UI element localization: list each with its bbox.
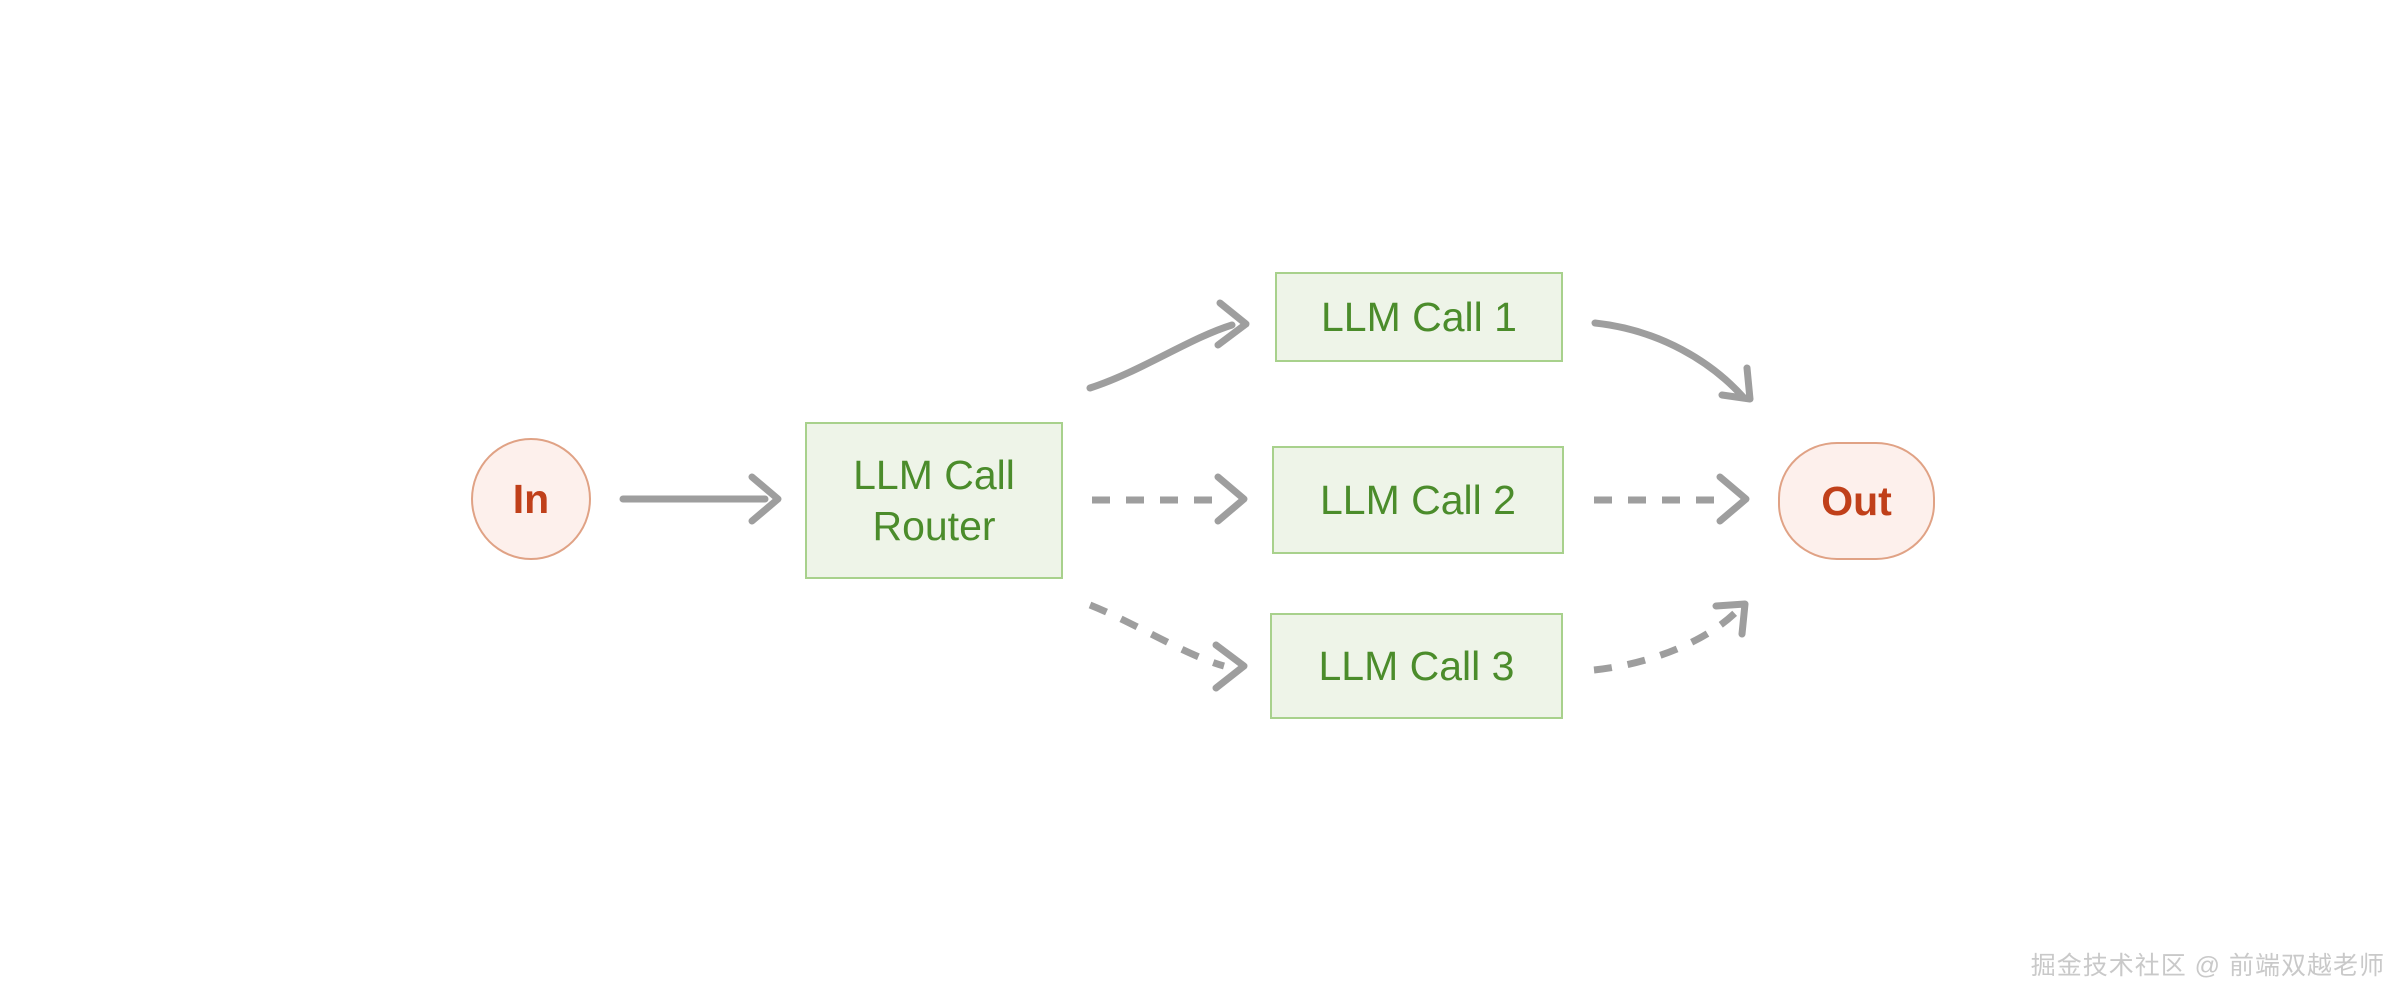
- edge-router-to-call2: [1092, 473, 1248, 525]
- arrowhead-right-icon: [1214, 473, 1248, 525]
- arrowhead-down-right-icon: [1718, 364, 1754, 403]
- edge-call3-to-out: [1593, 600, 1749, 674]
- arrowhead-up-right-icon: [1712, 600, 1749, 638]
- node-in-label: In: [512, 475, 550, 522]
- node-out-label: Out: [1821, 477, 1892, 524]
- edge-router-to-call3: [1088, 601, 1248, 692]
- edge-call1-to-out: [1591, 319, 1754, 403]
- node-llm-call-1[interactable]: LLM Call 1: [1275, 272, 1563, 362]
- arrowhead-right-icon: [748, 473, 782, 525]
- node-llm-call-router[interactable]: LLM Call Router: [805, 422, 1063, 579]
- node-llm-call-1-label: LLM Call 1: [1321, 293, 1517, 340]
- node-llm-call-3-label: LLM Call 3: [1318, 642, 1515, 689]
- node-router-label-line-1: LLM Call: [853, 452, 1015, 499]
- node-in[interactable]: In: [471, 438, 591, 560]
- arrowhead-right-icon: [1214, 299, 1250, 349]
- edge-in-to-router: [619, 473, 782, 525]
- node-router-label-line-2: Router: [872, 502, 996, 549]
- node-llm-call-2-label: LLM Call 2: [1320, 476, 1516, 523]
- node-out[interactable]: Out: [1778, 442, 1935, 560]
- arrowhead-right-icon: [1716, 473, 1750, 525]
- watermark-text: 掘金技术社区 @ 前端双越老师: [2030, 952, 2385, 980]
- edge-router-to-call1: [1086, 299, 1250, 392]
- node-llm-call-2[interactable]: LLM Call 2: [1272, 446, 1564, 554]
- edge-call2-to-out: [1594, 473, 1750, 525]
- node-llm-call-3[interactable]: LLM Call 3: [1270, 613, 1563, 719]
- arrowhead-right-icon: [1212, 641, 1248, 692]
